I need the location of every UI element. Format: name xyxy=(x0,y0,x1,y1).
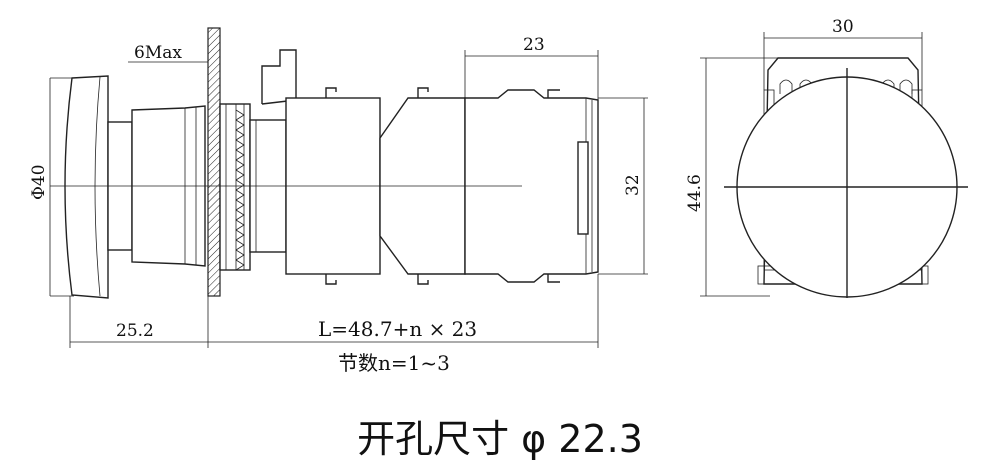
side-height-label: 44.6 xyxy=(685,174,705,212)
nut-tooth xyxy=(235,219,245,231)
body-height-label: 32 xyxy=(623,174,643,196)
latch-tab xyxy=(261,49,297,104)
front-dimensions: 6Max Φ40 23 32 25.2 L=48.7+n × 23 节数n=1~… xyxy=(29,35,648,375)
nut-tooth xyxy=(235,189,245,201)
nut-tooth xyxy=(235,109,245,121)
nut-tooth xyxy=(235,119,245,131)
front-width-label: 23 xyxy=(523,35,545,55)
nut-tooth xyxy=(235,249,245,261)
nut-tooth xyxy=(235,159,245,171)
nut-tooth xyxy=(235,169,245,181)
nut-tooth xyxy=(235,239,245,251)
threaded-nut xyxy=(219,103,251,271)
nut-tooth xyxy=(235,129,245,141)
left-length-label: 25.2 xyxy=(116,321,154,341)
max-thickness-label: 6Max xyxy=(134,43,182,63)
mushroom-cap xyxy=(64,75,109,299)
nut-tooth xyxy=(235,259,245,271)
side-dimensions: 30 44.6 xyxy=(685,17,923,297)
nut-tooth xyxy=(235,209,245,221)
side-view xyxy=(724,57,968,298)
mounting-panel xyxy=(207,27,221,297)
diameter-label: Φ40 xyxy=(29,164,49,200)
contact-block xyxy=(464,89,599,283)
cutout-size-title: 开孔尺寸 φ 22.3 xyxy=(357,417,643,461)
nut-tooth xyxy=(235,199,245,211)
front-view xyxy=(50,27,599,299)
terminal-bump xyxy=(779,79,793,94)
terminal-bump xyxy=(899,79,913,94)
nut-tooth xyxy=(235,179,245,191)
nut-tooth xyxy=(235,229,245,241)
sections-label: 节数n=1~3 xyxy=(338,351,450,375)
length-formula-label: L=48.7+n × 23 xyxy=(318,317,477,341)
nut-tooth xyxy=(235,149,245,161)
side-width-label: 30 xyxy=(832,17,854,37)
nut-tooth xyxy=(235,139,245,151)
